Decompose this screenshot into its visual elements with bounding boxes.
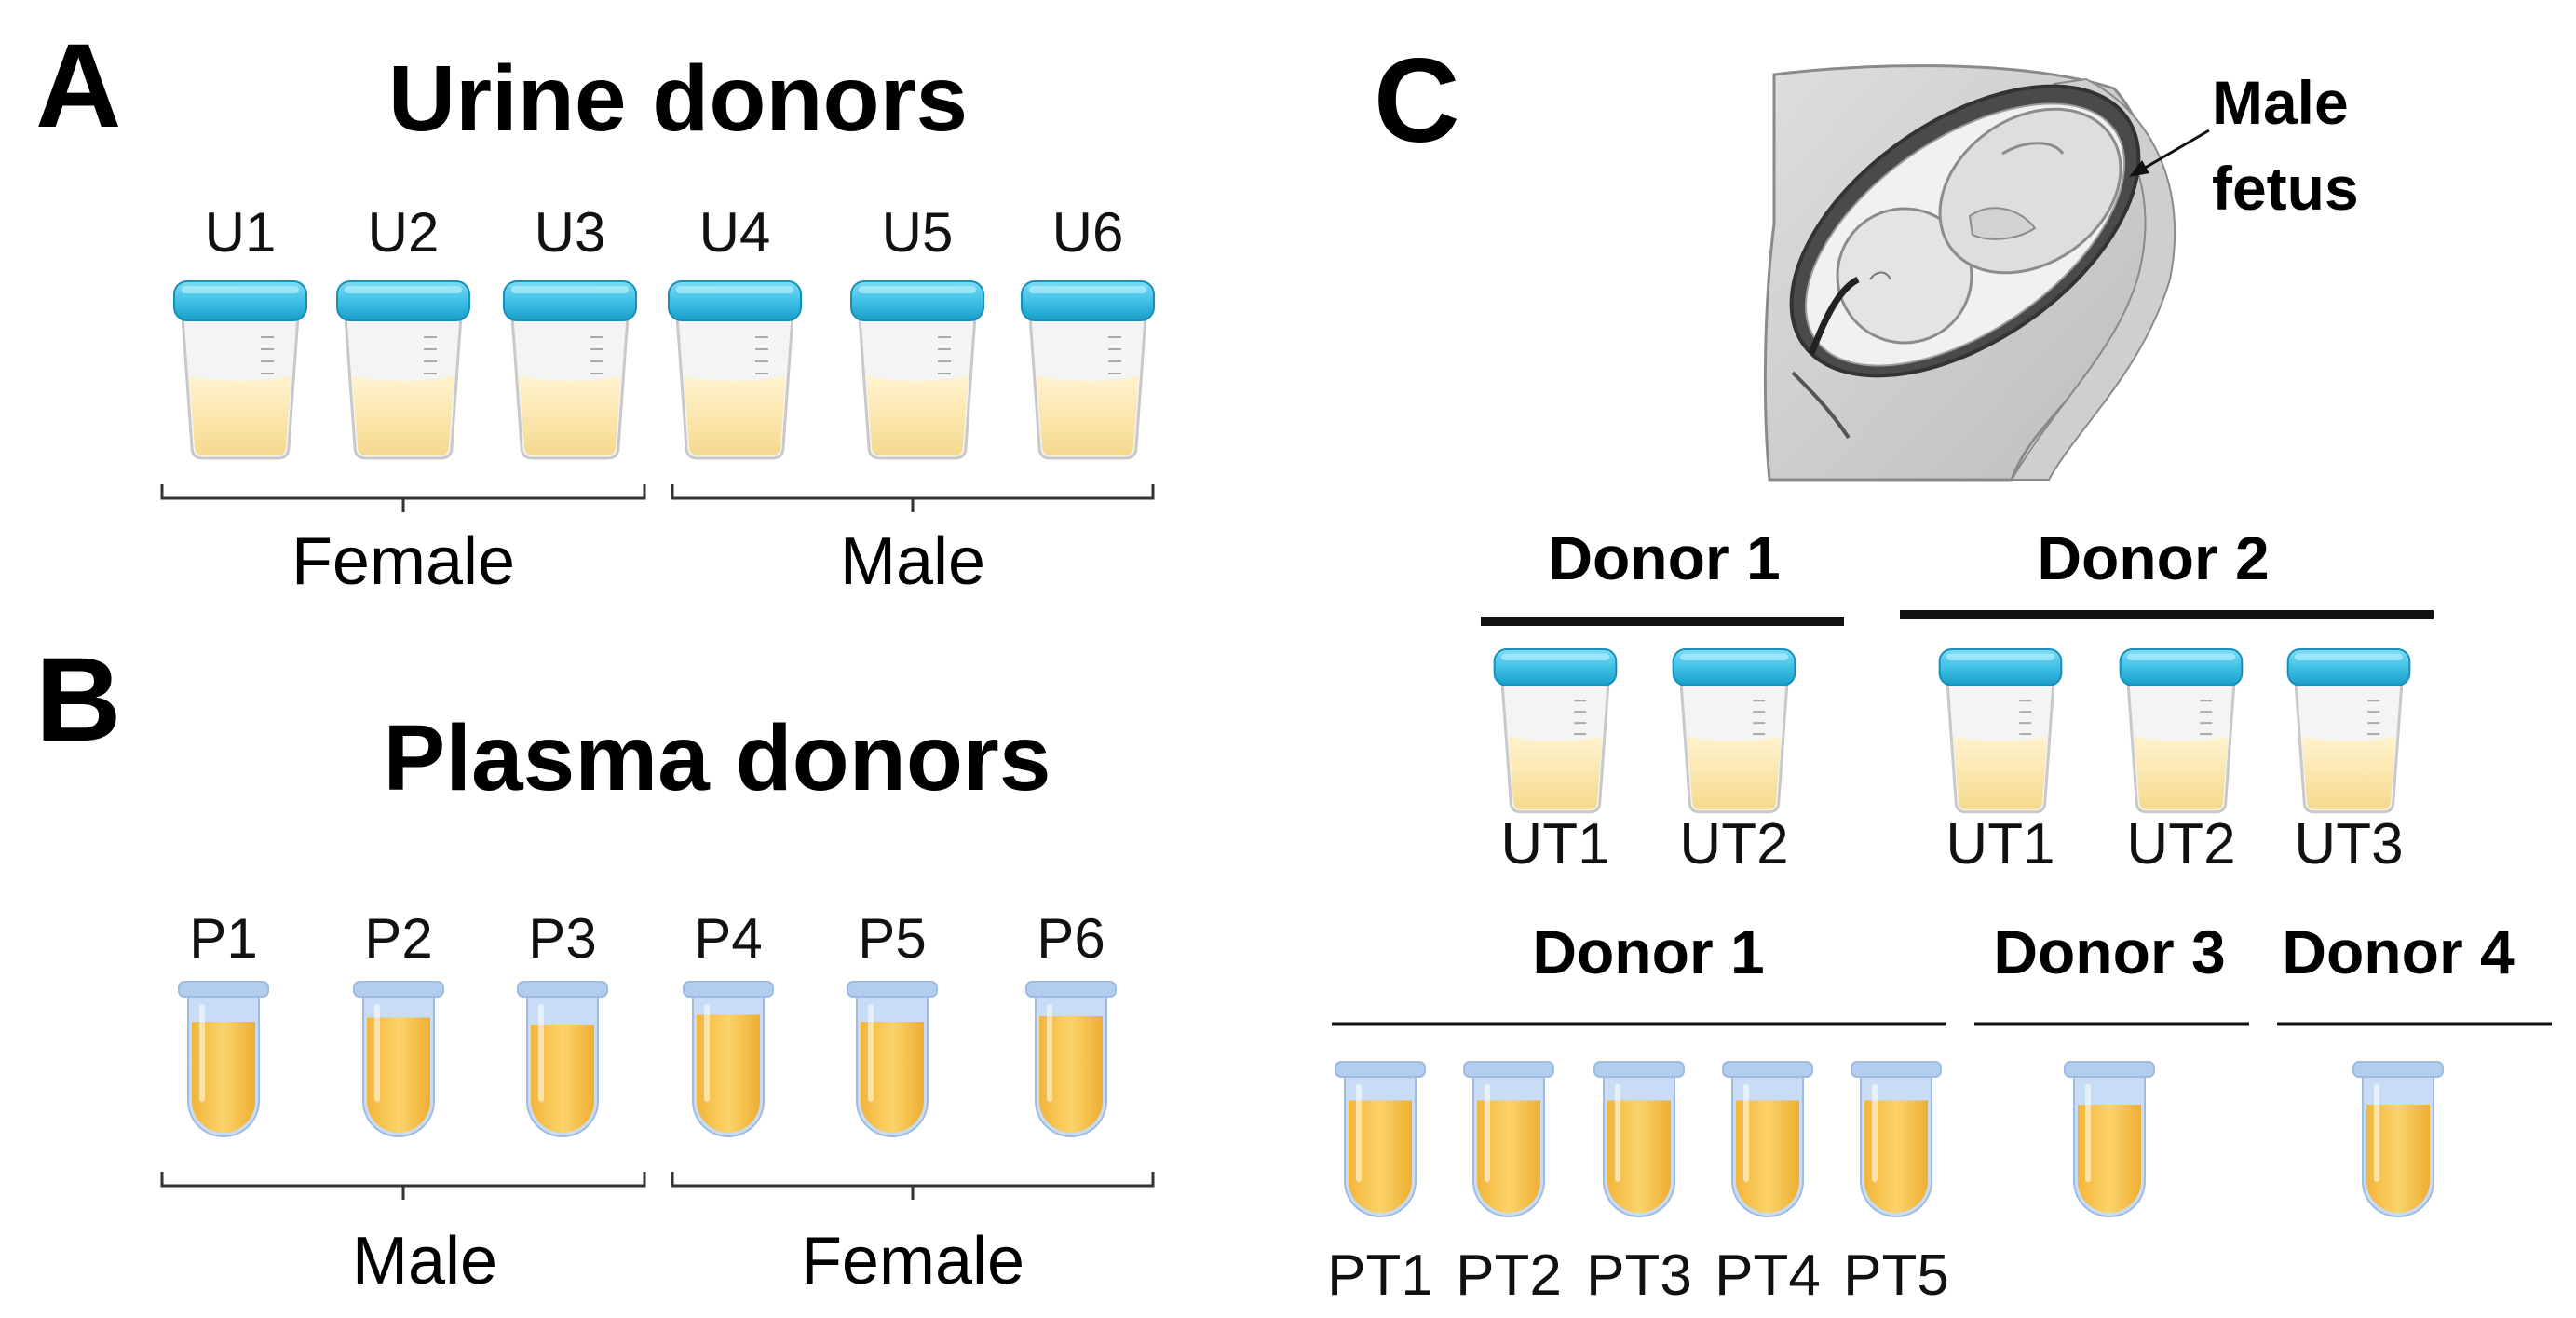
tube-label: P1 (189, 907, 257, 970)
plasma-tube-icon (1025, 981, 1117, 1137)
donor-label-urine-1: Donor 1 (1548, 523, 1780, 592)
cup-label: U4 (699, 201, 771, 264)
plasma-tube-icon (353, 981, 444, 1137)
urine-cup-icon (503, 280, 637, 460)
donor-label-plasma-4: Donor 4 (2282, 917, 2515, 986)
panel-b-letter: B (35, 633, 121, 767)
group-label-male: Male (840, 524, 985, 599)
sample-label: PT1 (1327, 1243, 1433, 1308)
tube-label: P4 (694, 907, 762, 970)
panel-a: A Urine donors U1 U2 U3 U4 U5 U6 Female Male (35, 20, 1155, 599)
sample-label: PT3 (1586, 1243, 1692, 1308)
cup-label: U5 (882, 201, 954, 264)
sample-label: UT2 (1679, 812, 1788, 876)
plasma-tube-row: P1 P2 P3 P4 P5 P6 (178, 907, 1117, 1137)
urine-cup-icon (336, 280, 470, 460)
cup-label: U1 (205, 201, 277, 264)
urine-cup-row: U1 U2 U3 U4 U5 U6 (173, 201, 1155, 460)
panel-b-title: Plasma donors (384, 706, 1051, 810)
plasma-tube-icon (517, 981, 608, 1137)
donor-label-plasma-3: Donor 3 (1993, 917, 2225, 986)
group-bracket-female (671, 1172, 1155, 1200)
plasma-tube-icon (2064, 1061, 2155, 1217)
panel-a-title: Urine donors (388, 47, 968, 151)
sample-label: PT4 (1715, 1243, 1821, 1308)
urine-cup-icon (668, 280, 802, 460)
sample-label: UT3 (2294, 812, 2403, 876)
tube-label: P2 (364, 907, 432, 970)
urine-cup-icon (1493, 648, 1618, 814)
plasma-tube-icon (1593, 1061, 1685, 1217)
urine-cup-icon (173, 280, 307, 460)
sample-label: UT1 (1946, 812, 2054, 876)
donor-label-urine-2: Donor 2 (2037, 523, 2269, 592)
fetus-label-line1: Male (2212, 68, 2349, 137)
panel-b: B Plasma donors P1 P2 P3 P4 P5 P6 Male Female (35, 633, 1155, 1298)
urine-cup-icon (2119, 648, 2244, 814)
urine-cup-icon (1672, 648, 1796, 814)
fetus-label-line2: fetus (2212, 154, 2359, 223)
plasma-tube-icon (1851, 1061, 1942, 1217)
urine-cup-icon (2286, 648, 2411, 814)
plasma-tube-icon (178, 981, 269, 1137)
group-label-female: Female (801, 1224, 1024, 1298)
sample-label: PT2 (1456, 1243, 1562, 1308)
group-label-male: Male (352, 1224, 497, 1298)
group-label-female: Female (291, 524, 515, 599)
plasma-tube-icon (1463, 1061, 1554, 1217)
tube-label: P3 (528, 907, 596, 970)
fetus-illustration (1763, 64, 2176, 482)
tube-label: P6 (1037, 907, 1105, 970)
plasma-tube-icon (683, 981, 774, 1137)
donor-label-plasma-1: Donor 1 (1532, 917, 1764, 986)
urine-cup-row-donors: UT1 UT2 UT1 UT2 UT3 (1493, 648, 2411, 876)
urine-cup-icon (1938, 648, 2063, 814)
urine-cup-icon (1021, 280, 1155, 460)
sample-label: UT1 (1500, 812, 1609, 876)
cup-label: U3 (535, 201, 606, 264)
cup-label: U2 (368, 201, 440, 264)
group-bracket-female (160, 484, 646, 512)
plasma-tube-row-donors: PT1 PT2 PT3 PT4 PT5 (1327, 1061, 2444, 1308)
group-bracket-male (671, 484, 1155, 512)
panel-a-letter: A (35, 20, 121, 153)
panel-c-letter: C (1374, 34, 1459, 168)
plasma-tube-icon (1335, 1061, 1426, 1217)
sample-label: PT5 (1843, 1243, 1949, 1308)
cup-label: U6 (1052, 201, 1124, 264)
plasma-tube-icon (2352, 1061, 2444, 1217)
tube-label: P5 (858, 907, 926, 970)
group-bracket-male (160, 1172, 646, 1200)
sample-label: UT2 (2126, 812, 2235, 876)
plasma-tube-icon (1722, 1061, 1813, 1217)
plasma-tube-icon (847, 981, 938, 1137)
fetus-pointer-arrow (2129, 129, 2210, 177)
urine-cup-icon (850, 280, 984, 460)
